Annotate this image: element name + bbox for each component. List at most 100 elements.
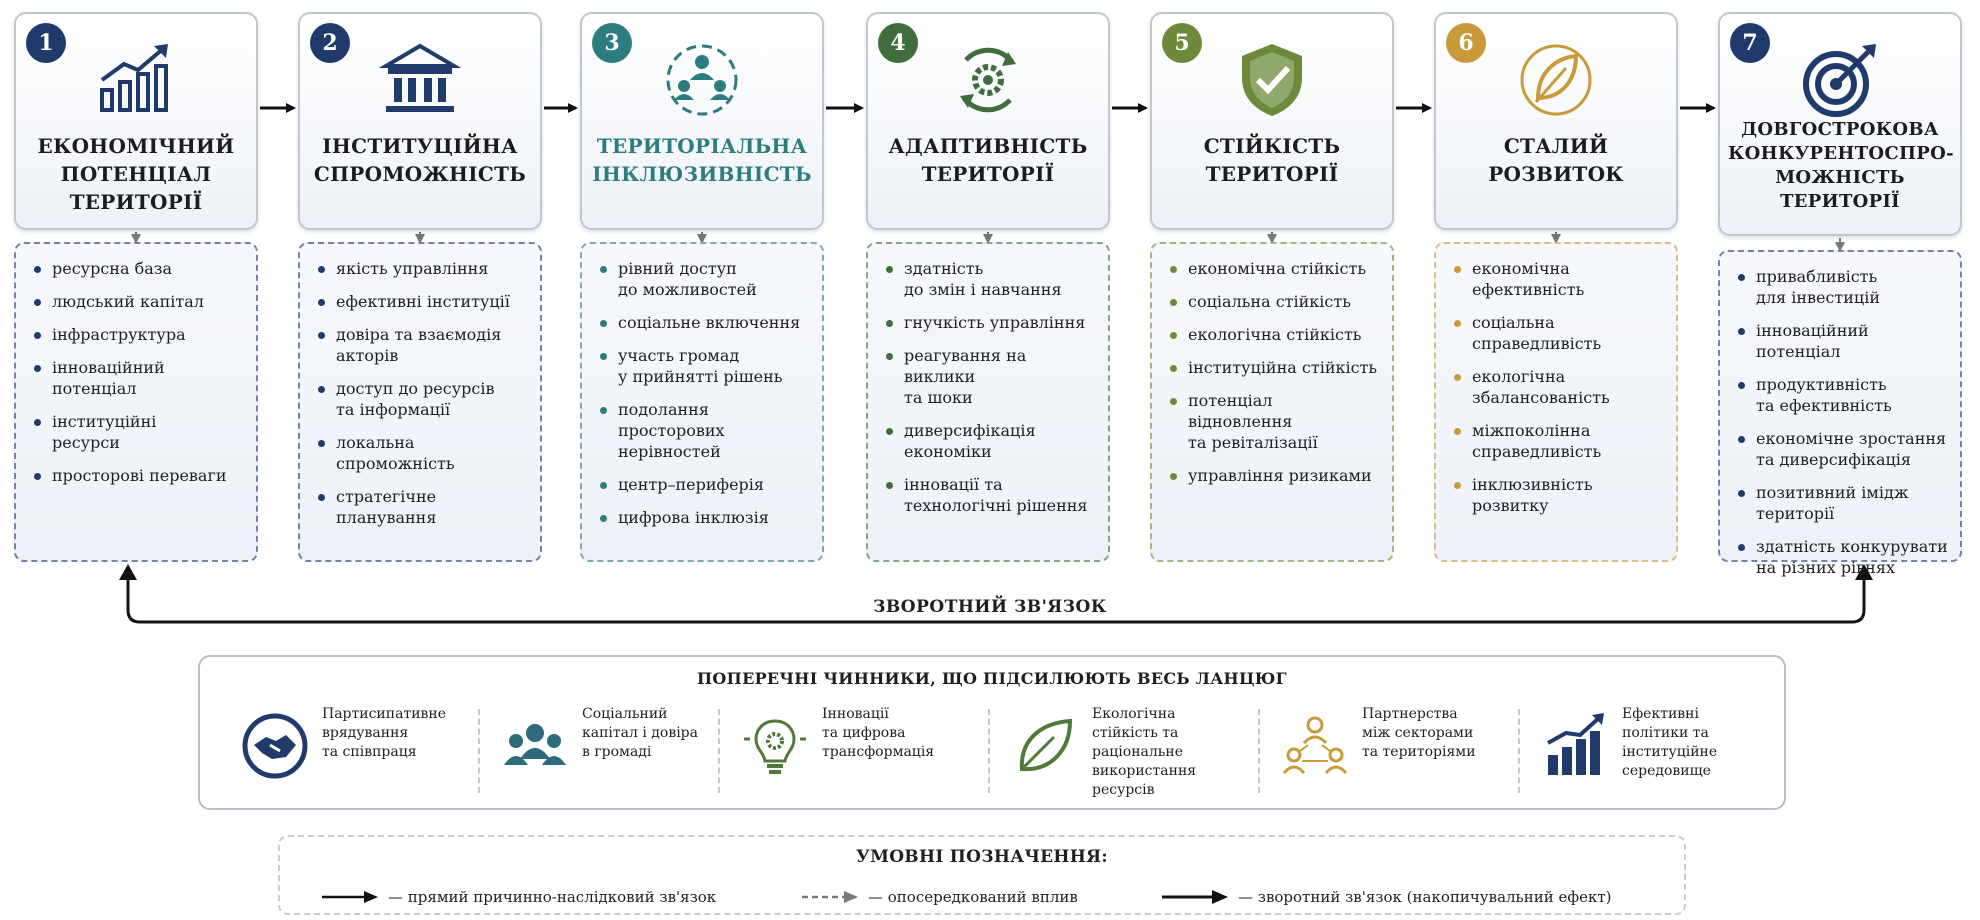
stage-title: СТАЛИЙ РОЗВИТОК (1488, 134, 1624, 186)
cross-factors-panel: ПОПЕРЕЧНІ ЧИННИКИ, ЩО ПІДСИЛЮЮТЬ ВЕСЬ ЛА… (198, 655, 1786, 810)
list-item: управління ризиками (1170, 465, 1380, 486)
list-item: якість управління (318, 258, 528, 279)
list-item: центр–периферія (600, 474, 810, 495)
cross-factor-item: Ефективні політики та інституційне серед… (1540, 701, 1790, 797)
list-item: людський капітал (34, 291, 244, 312)
stage-number-badge: 6 (1446, 23, 1486, 63)
stage-title: ЕКОНОМІЧНИЙ ПОТЕНЦІАЛ ТЕРИТОРІЇ (37, 134, 235, 214)
list-item: подолання просторових нерівностей (600, 399, 810, 462)
partnership-network-icon (1280, 711, 1350, 781)
stage-title: СТІЙКІСТЬ ТЕРИТОРІЇ (1203, 134, 1341, 186)
legend-item-label: — зворотний зв'язок (накопичувальний ефе… (1238, 888, 1612, 906)
stage-factors-list: економічна стійкість соціальна стійкість е… (1150, 242, 1394, 562)
cross-factor-item: Інновації та цифрова трансформація (740, 701, 990, 797)
list-item: гнучкість управління (886, 312, 1096, 333)
legend-title: УМОВНІ ПОЗНАЧЕННЯ: (855, 847, 1109, 867)
cross-factor-item: Партнерства між секторами та територіями (1280, 701, 1530, 797)
stage-number-badge: 3 (592, 23, 632, 63)
list-item: економічна стійкість (1170, 258, 1380, 279)
target-arrow-icon (1798, 38, 1882, 122)
stage-factors-list: якість управління ефективні інституції дов… (298, 242, 542, 562)
list-item: інклюзивність розвитку (1454, 474, 1664, 516)
stage-title: ІНСТИТУЦІЙНА СПРОМОЖНІСТЬ (313, 134, 527, 186)
stage-title: ТЕРИТОРІАЛЬНА ІНКЛЮЗИВНІСТЬ (592, 134, 812, 186)
cross-factor-divider (1518, 709, 1520, 793)
list-item: позитивний імідж території (1738, 482, 1948, 524)
list-item: привабливість для інвестицій (1738, 266, 1948, 308)
cross-factor-divider (988, 709, 990, 793)
cross-factor-divider (718, 709, 720, 793)
list-item: економічна ефективність (1454, 258, 1664, 300)
stage-factors-list: економічна ефективність соціальна справед… (1434, 242, 1678, 562)
list-item: інновації та технологічні рішення (886, 474, 1096, 516)
list-item: рівний доступ до можливостей (600, 258, 810, 300)
list-item: ресурсна база (34, 258, 244, 279)
bar-chart-growth-icon (1540, 711, 1610, 781)
list-item: соціальна справедливість (1454, 312, 1664, 354)
list-item: участь громад у прийнятті рішень (600, 345, 810, 387)
list-item: здатність конкурувати на різних рівнях (1738, 536, 1948, 578)
list-item: інституційні ресурси (34, 411, 244, 453)
list-item: міжпоколінна справедливість (1454, 420, 1664, 462)
cross-factors-title: ПОПЕРЕЧНІ ЧИННИКИ, ЩО ПІДСИЛЮЮТЬ ВЕСЬ ЛА… (697, 669, 1287, 688)
stage-number-badge: 5 (1162, 23, 1202, 63)
list-item: інноваційний потенціал (34, 357, 244, 399)
cross-factor-item: Соціальний капітал і довіра в громаді (500, 701, 750, 797)
legend-item-feedback: — зворотний зв'язок (накопичувальний ефе… (1160, 885, 1611, 909)
stage-title: АДАПТИВНІСТЬ ТЕРИТОРІЇ (888, 134, 1088, 186)
leaf-icon (1010, 711, 1080, 781)
adaptive-gear-cycle-icon (946, 38, 1030, 122)
stage-number-badge: 7 (1730, 23, 1770, 63)
feedback-arrow-icon (1162, 890, 1228, 904)
list-item: інституційна стійкість (1170, 357, 1380, 378)
list-item: локальна спроможність (318, 432, 528, 474)
cross-factor-item: Екологічна стійкість та раціональне вико… (1010, 701, 1260, 798)
cross-factor-label: Партнерства між секторами та територіями (1362, 706, 1476, 760)
legend-panel: УМОВНІ ПОЗНАЧЕННЯ: — прямий причинно-нас… (278, 835, 1686, 915)
cross-factor-label: Інновації та цифрова трансформація (822, 706, 935, 760)
cross-factor-label: Партисипативне врядування та співпраця (322, 706, 447, 760)
stage-number-badge: 1 (26, 23, 66, 63)
list-item: доступ до ресурсів та інформації (318, 378, 528, 420)
stage-number-badge: 2 (310, 23, 350, 63)
list-item: соціальне включення (600, 312, 810, 333)
list-item: продуктивність та ефективність (1738, 374, 1948, 416)
lightbulb-gear-icon (740, 711, 810, 781)
list-item: ефективні інституції (318, 291, 528, 312)
cross-factor-label: Ефективні політики та інституційне серед… (1622, 706, 1718, 779)
list-item: диверсифікація економіки (886, 420, 1096, 462)
handshake-icon (240, 711, 310, 781)
list-item: стратегічне планування (318, 486, 528, 528)
community-people-icon (500, 711, 570, 781)
cross-factor-label: Соціальний капітал і довіра в громаді (582, 706, 698, 760)
list-item: реагування на виклики та шоки (886, 345, 1096, 408)
solid-arrow-icon (322, 891, 378, 903)
list-item: потенціал відновлення та ревіталізації (1170, 390, 1380, 453)
feedback-label: ЗВОРОТНИЙ ЗВ'ЯЗОК (873, 597, 1107, 617)
list-item: соціальна стійкість (1170, 291, 1380, 312)
growth-chart-icon (94, 38, 178, 122)
legend-item-direct: — прямий причинно-наслідковий зв'язок (320, 885, 716, 909)
stage-title: ДОВГОСТРОКОВА КОНКУРЕНТОСПРО- МОЖНІСТЬ Т… (1728, 119, 1954, 212)
list-item: екологічна стійкість (1170, 324, 1380, 345)
feedback-arrowhead (119, 564, 137, 580)
list-item: екологічна збалансованість (1454, 366, 1664, 408)
legend-item-label: — прямий причинно-наслідковий зв'язок (388, 888, 717, 906)
stage-number-badge: 4 (878, 23, 918, 63)
list-item: довіра та взаємодія акторів (318, 324, 528, 366)
people-network-icon (660, 38, 744, 122)
dashed-arrow-icon (802, 891, 858, 903)
cross-factor-divider (1258, 709, 1260, 793)
shield-check-icon (1230, 38, 1314, 122)
